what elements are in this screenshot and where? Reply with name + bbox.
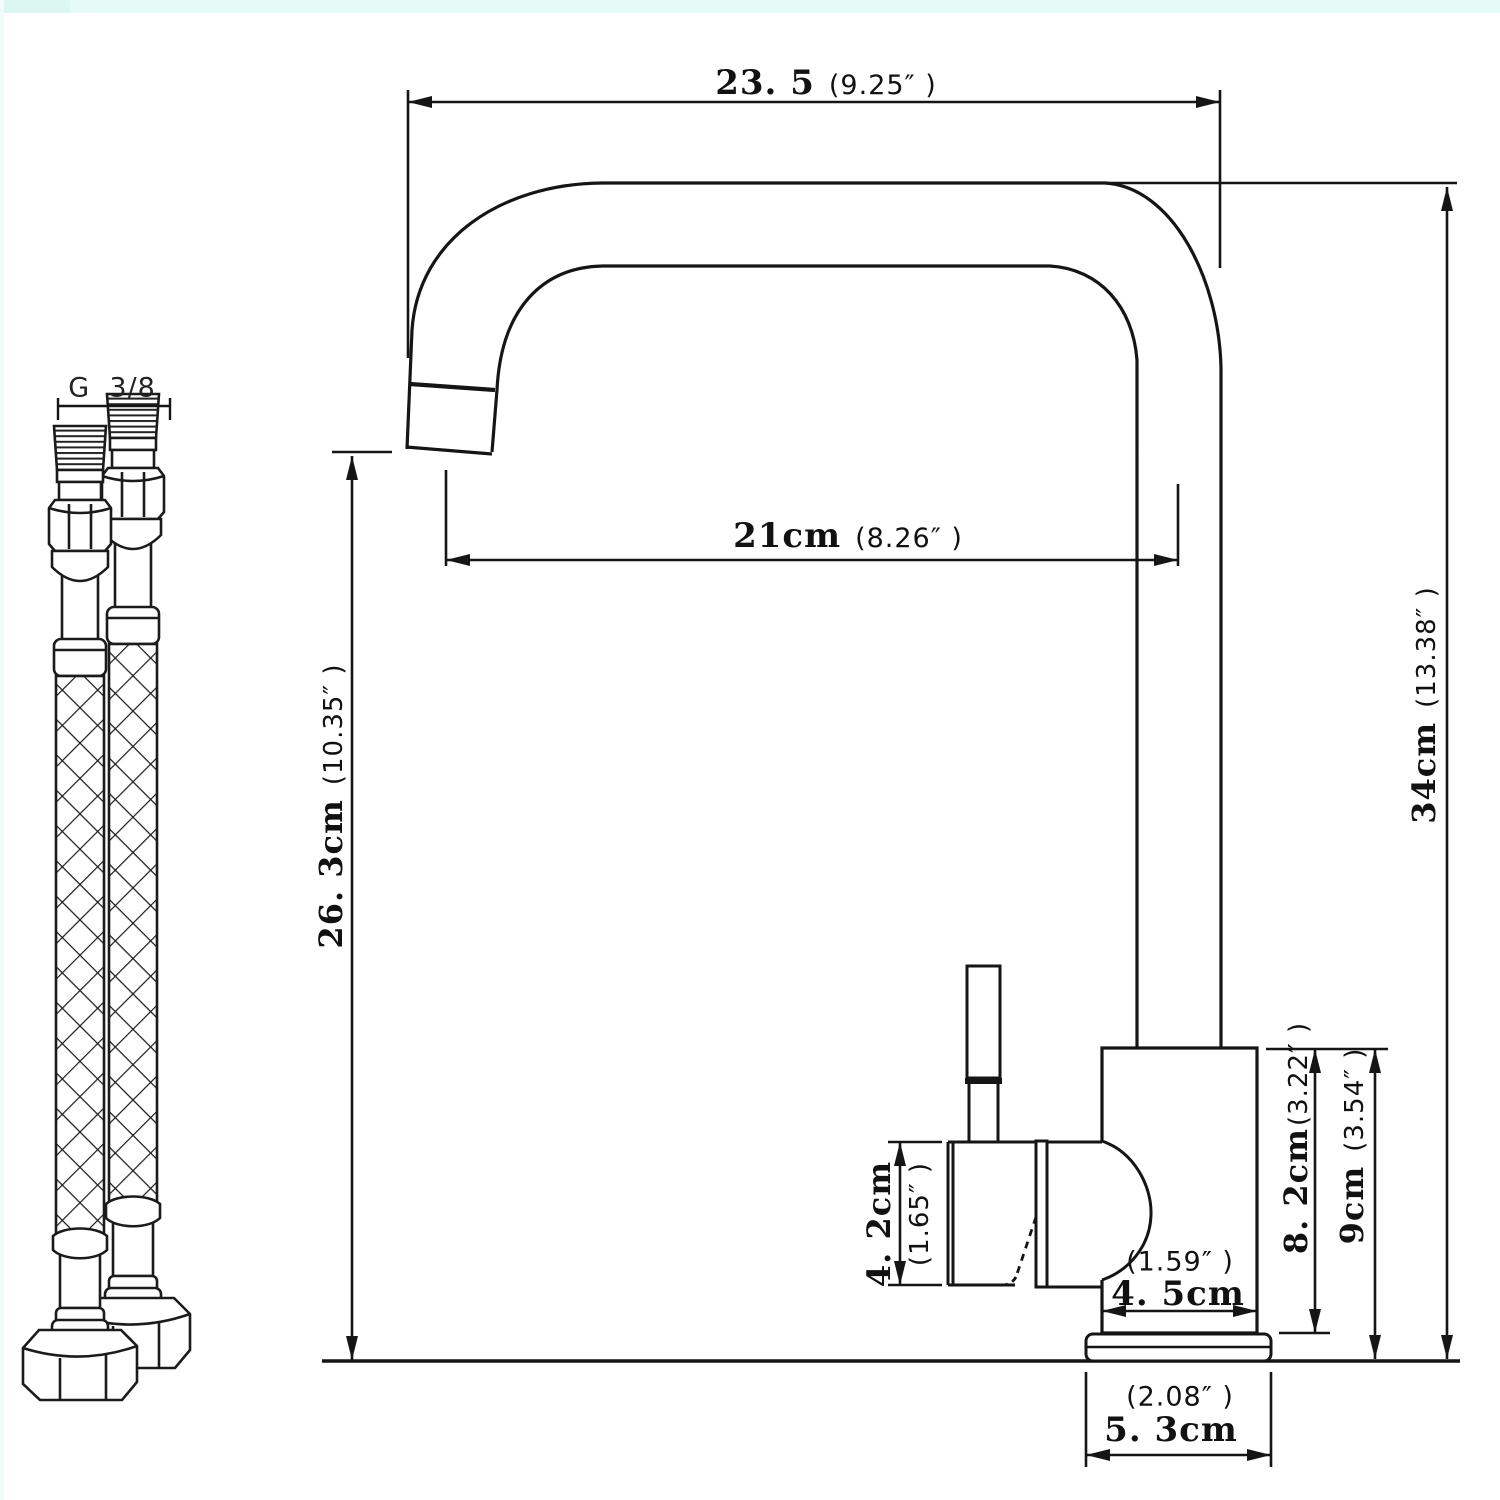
handle-height-cm: 4. 2cm xyxy=(860,1160,898,1288)
aerator xyxy=(405,381,496,456)
outlet-height-inch: (10.35″ ) xyxy=(319,663,349,786)
body-height-cm: 8. 2cm xyxy=(1277,1128,1315,1255)
spout-inner-line xyxy=(490,264,1139,1048)
faucet-drawing xyxy=(405,181,1273,1363)
dim-label-body-height: 8. 2cm (3.22″ ) xyxy=(1277,1021,1315,1255)
hose-thread-label: G 3/8 xyxy=(68,375,156,402)
spout-reach-cm: 21cm xyxy=(733,516,842,556)
dim-spout-width xyxy=(406,90,1222,358)
body-width-inch: (1.59″ ) xyxy=(1126,1246,1234,1278)
body-height-inch: (3.22″ ) xyxy=(1284,1021,1314,1126)
body-width-cm: 4. 5cm xyxy=(1111,1274,1245,1314)
dim-spout-reach xyxy=(444,470,1180,566)
dim-handle-height xyxy=(888,1140,942,1287)
overall-height-inch: (13.38″ ) xyxy=(1412,586,1442,708)
spout-reach-inch: (8.26″ ) xyxy=(855,523,963,554)
dimension-annotations xyxy=(56,90,1457,1467)
outlet-height-cm: 26. 3cm xyxy=(312,799,350,949)
handle-height-inch: (1.65″ ) xyxy=(905,1161,935,1267)
dim-label-spout-width: 23. 5 (9.25″ ) xyxy=(715,66,937,100)
dim-label-base-width-inch: (2.08″ ) xyxy=(1126,1384,1234,1411)
faucet-body xyxy=(1100,1046,1259,1335)
dim-label-base-width-cm: 5. 3cm xyxy=(1104,1413,1238,1447)
dim-body-height xyxy=(1266,1047,1388,1335)
spout-width-inch: (9.25″ ) xyxy=(828,70,937,101)
supply-hoses xyxy=(21,392,192,1402)
base-width-cm: 5. 3cm xyxy=(1104,1410,1238,1450)
spout-outer-line xyxy=(405,181,1223,1048)
mounting-base xyxy=(1084,1332,1273,1363)
dim-label-body-width-cm: 4. 5cm xyxy=(1111,1277,1245,1311)
dim-label-handle-height-inch: (1.65″ ) xyxy=(905,1161,935,1267)
dim-label-outlet-height: 26. 3cm (10.35″ ) xyxy=(312,663,350,949)
dim-body-width xyxy=(1102,1305,1257,1317)
dim-label-overall-height: 34cm (13.38″ ) xyxy=(1405,586,1443,824)
mount-height-cm: 9cm xyxy=(1333,1165,1371,1245)
dim-outlet-height xyxy=(332,450,392,1360)
base-width-inch: (2.08″ ) xyxy=(1126,1381,1234,1413)
overall-height-cm: 34cm xyxy=(1405,721,1443,824)
dim-overall-height xyxy=(1103,181,1457,1359)
dim-label-mount-height: 9cm (3.54″ ) xyxy=(1333,1047,1371,1245)
dim-base-width xyxy=(1084,1372,1273,1467)
hose-thread-bracket xyxy=(56,398,172,420)
spout-width-cm: 23. 5 xyxy=(715,63,815,103)
handle-lever xyxy=(965,964,1002,1141)
hose-thread-size: G 3/8 xyxy=(68,372,156,404)
handle-joint xyxy=(1034,1139,1102,1289)
dim-label-body-width-inch: (1.59″ ) xyxy=(1126,1249,1234,1276)
dim-mount-height xyxy=(1369,1049,1381,1359)
handle-base xyxy=(946,1140,1038,1287)
body-boss-curve xyxy=(1101,1139,1153,1282)
mount-height-inch: (3.54″ ) xyxy=(1340,1047,1370,1152)
dim-label-spout-reach: 21cm (8.26″ ) xyxy=(733,519,963,553)
dim-label-handle-height-cm: 4. 2cm xyxy=(860,1160,898,1288)
